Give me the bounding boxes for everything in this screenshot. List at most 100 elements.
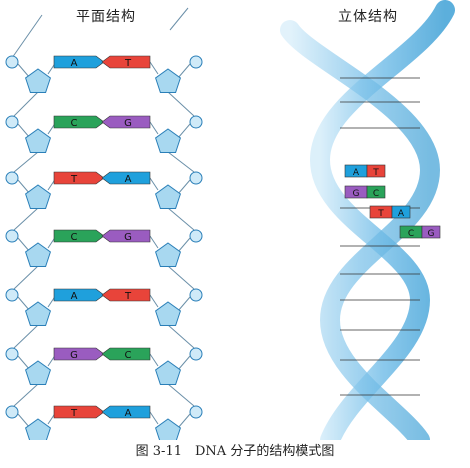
figure-caption: 图 3-11 DNA 分子的结构模式图 xyxy=(135,444,335,459)
base-G xyxy=(101,229,151,243)
base-A xyxy=(53,288,105,302)
deoxyribose-sugar xyxy=(155,418,181,440)
deoxyribose-sugar xyxy=(25,184,51,209)
helix-strand xyxy=(280,20,441,440)
backbone-line xyxy=(167,151,195,173)
glycosidic-bond xyxy=(149,61,159,75)
phosphate-group xyxy=(5,55,19,69)
base-letter: G xyxy=(124,118,132,129)
backbone-line xyxy=(13,207,39,231)
base-letter: C xyxy=(125,350,132,361)
base-letter: A xyxy=(71,58,78,69)
backbone-line xyxy=(11,14,43,59)
base-letter: T xyxy=(377,209,384,219)
base-T xyxy=(101,55,151,69)
glycosidic-bond xyxy=(149,294,159,308)
glycosidic-bond xyxy=(149,121,159,135)
base-G xyxy=(101,115,151,129)
deoxyribose-sugar xyxy=(155,360,181,385)
base-letter: G xyxy=(428,229,435,239)
base-letter: G xyxy=(124,232,132,243)
phosphate-group xyxy=(189,347,203,361)
base-letter: T xyxy=(372,168,379,178)
backbone-line xyxy=(167,91,195,117)
base-C xyxy=(366,185,386,199)
base-letter: A xyxy=(125,174,132,185)
backbone-line xyxy=(13,91,39,117)
deoxyribose-sugar xyxy=(155,184,181,209)
backbone-line xyxy=(13,324,39,349)
base-letter: T xyxy=(124,291,132,302)
backbone-line xyxy=(13,265,39,290)
phosphate-group xyxy=(189,229,203,243)
base-A xyxy=(391,205,411,219)
phosphate-group xyxy=(5,171,19,185)
deoxyribose-sugar xyxy=(25,360,51,385)
glycosidic-bond xyxy=(149,235,159,249)
base-letter: A xyxy=(353,168,360,178)
base-letter: C xyxy=(71,232,78,243)
base-G xyxy=(53,347,105,361)
spatial-structure-title: 立体结构 xyxy=(338,9,398,25)
base-letter: T xyxy=(124,58,132,69)
backbone-line xyxy=(177,179,191,195)
helix-strand xyxy=(309,0,455,440)
backbone-line xyxy=(13,151,39,173)
base-letter: C xyxy=(71,118,78,129)
base-A xyxy=(101,171,151,185)
backbone-line xyxy=(167,383,195,407)
backbone-line xyxy=(177,296,191,312)
base-G xyxy=(421,225,441,239)
deoxyribose-sugar xyxy=(25,128,51,153)
phosphate-group xyxy=(189,115,203,129)
backbone-line xyxy=(169,7,189,31)
glycosidic-bond xyxy=(149,353,159,367)
base-letter: C xyxy=(373,189,379,199)
base-letter: T xyxy=(70,174,78,185)
base-C xyxy=(53,115,105,129)
backbone-line xyxy=(177,63,191,79)
deoxyribose-sugar xyxy=(155,68,181,93)
base-A xyxy=(53,55,105,69)
glycosidic-bond xyxy=(149,411,159,425)
deoxyribose-sugar xyxy=(25,68,51,93)
base-C xyxy=(101,347,151,361)
backbone-line xyxy=(167,207,195,231)
base-T xyxy=(53,405,105,419)
phosphate-group xyxy=(5,288,19,302)
phosphate-group xyxy=(189,405,203,419)
planar-structure-title: 平面结构 xyxy=(76,9,136,25)
base-letter: A xyxy=(398,209,405,219)
phosphate-group xyxy=(189,171,203,185)
base-letter: A xyxy=(71,291,78,302)
deoxyribose-sugar xyxy=(25,418,51,440)
base-letter: T xyxy=(70,408,78,419)
backbone-line xyxy=(177,355,191,371)
phosphate-group xyxy=(189,288,203,302)
base-letter: C xyxy=(408,229,414,239)
base-T xyxy=(366,164,386,178)
phosphate-group xyxy=(5,115,19,129)
base-letter: G xyxy=(353,189,360,199)
base-A xyxy=(101,405,151,419)
deoxyribose-sugar xyxy=(25,242,51,267)
base-T xyxy=(101,288,151,302)
phosphate-group xyxy=(5,405,19,419)
deoxyribose-sugar xyxy=(25,301,51,326)
deoxyribose-sugar xyxy=(155,128,181,153)
backbone-line xyxy=(177,123,191,139)
base-T xyxy=(53,171,105,185)
backbone-line xyxy=(13,383,39,407)
backbone-line xyxy=(167,324,195,349)
base-C xyxy=(53,229,105,243)
phosphate-group xyxy=(5,229,19,243)
phosphate-group xyxy=(189,55,203,69)
deoxyribose-sugar xyxy=(155,242,181,267)
backbone-line xyxy=(177,413,191,429)
base-letter: A xyxy=(125,408,132,419)
phosphate-group xyxy=(5,347,19,361)
glycosidic-bond xyxy=(149,177,159,191)
